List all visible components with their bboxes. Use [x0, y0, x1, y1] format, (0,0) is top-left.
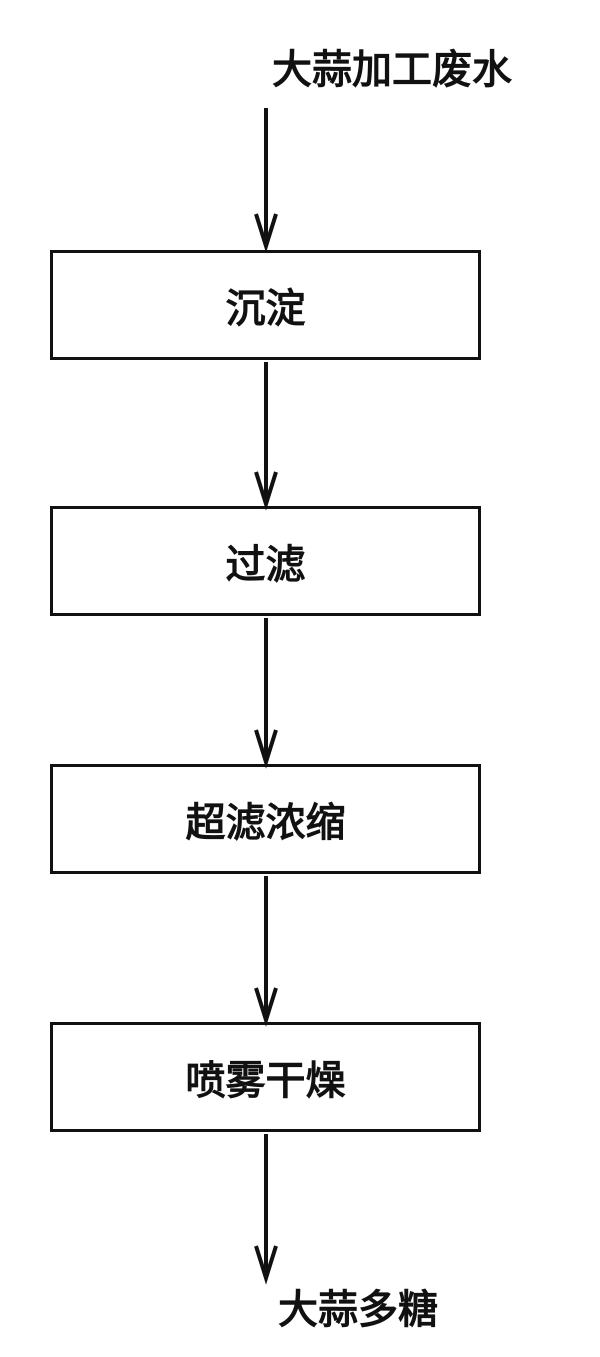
step-label: 超滤浓缩 [185, 800, 346, 846]
step-label: 沉淀 [225, 286, 306, 332]
step-box-sedimentation: 沉淀 [50, 250, 481, 360]
arrow-step3-to-step4 [254, 876, 278, 1027]
step-label: 喷雾干燥 [185, 1058, 346, 1104]
step-label: 过滤 [225, 542, 306, 588]
arrow-step2-to-step3 [254, 618, 278, 769]
arrow-step1-to-step2 [254, 362, 278, 511]
input-label: 大蒜加工废水 [272, 47, 512, 93]
arrow-step4-to-output [254, 1134, 278, 1285]
output-label: 大蒜多糖 [278, 1287, 438, 1333]
arrow-input-to-step1 [254, 108, 278, 253]
